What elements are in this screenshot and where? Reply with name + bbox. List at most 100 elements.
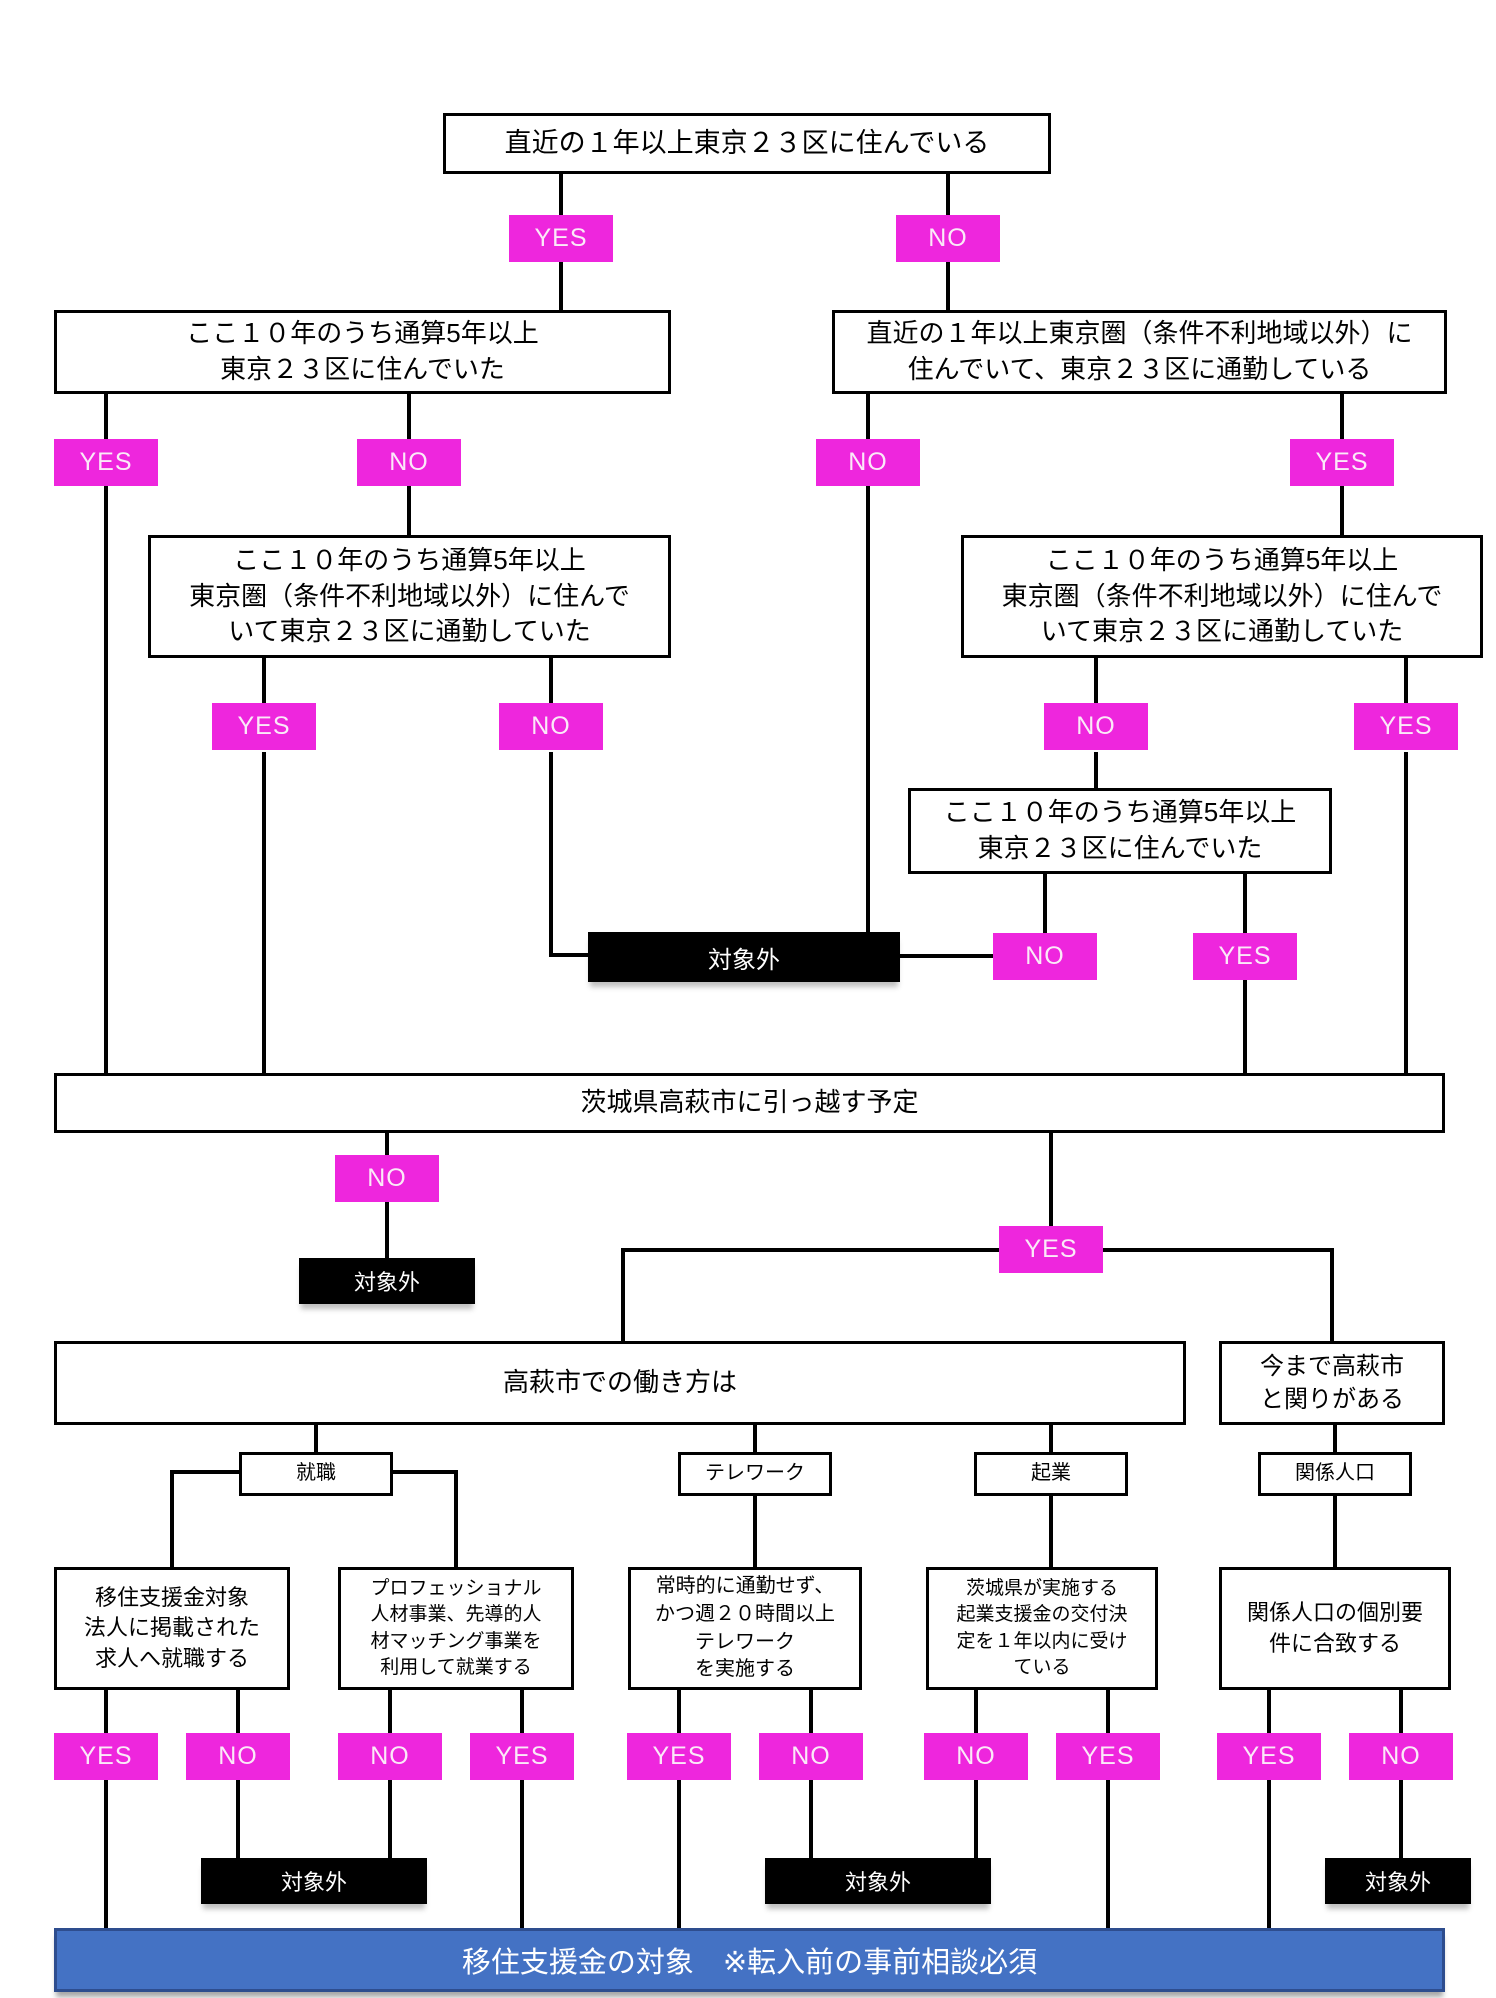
decision-box-total5-tokyo-area-right: ここ１０年のうち通算5年以上 東京圏（条件不利地域以外）に住んで いて東京２３区…	[961, 535, 1483, 658]
connector-line	[262, 752, 266, 1073]
connector-line	[549, 658, 553, 703]
connector-line	[1399, 1690, 1403, 1733]
yes-badge: YES	[54, 1733, 158, 1780]
decision-box-total5-23ku-second: ここ１０年のうち通算5年以上 東京２３区に住んでいた	[908, 788, 1332, 874]
connector-line	[104, 486, 108, 1073]
connector-line	[1243, 980, 1247, 1073]
connector-line	[1049, 1496, 1053, 1567]
no-badge: NO	[357, 439, 461, 486]
category-box-startup: 起業	[974, 1452, 1128, 1496]
connector-line	[170, 1470, 243, 1474]
connector-line	[104, 1780, 108, 1930]
yes-badge: YES	[54, 439, 158, 486]
decision-box-total5-tokyo-area-left: ここ１０年のうち通算5年以上 東京圏（条件不利地域以外）に住んで いて東京２３区…	[148, 535, 671, 658]
connector-line	[1043, 874, 1047, 933]
decision-box-workstyle: 高萩市での働き方は	[54, 1341, 1186, 1425]
connector-line	[974, 1780, 978, 1858]
connector-line	[1049, 1132, 1053, 1226]
yes-badge: YES	[1290, 439, 1394, 486]
connector-line	[314, 1425, 318, 1452]
excluded-terminal: 対象外	[1325, 1858, 1471, 1904]
connector-line	[388, 1780, 392, 1858]
no-badge: NO	[335, 1155, 439, 1202]
yes-badge: YES	[470, 1733, 574, 1780]
connector-line	[520, 1690, 524, 1733]
no-badge: NO	[186, 1733, 290, 1780]
connector-line	[1243, 874, 1247, 933]
connector-line	[1106, 1690, 1110, 1733]
connector-line	[407, 393, 411, 439]
condition-box-job-listing: 移住支援金対象 法人に掲載された 求人へ就職する	[54, 1567, 290, 1690]
connector-line	[385, 1132, 389, 1155]
condition-box-professional: プロフェッショナル 人材事業、先導的人 材マッチング事業を 利用して就業する	[338, 1567, 574, 1690]
condition-box-related: 関係人口の個別要 件に合致する	[1219, 1567, 1451, 1690]
connector-line	[559, 173, 563, 215]
decision-box-move-takahagi: 茨城県高萩市に引っ越す予定	[54, 1073, 1445, 1133]
connector-line	[520, 1780, 524, 1930]
connector-line	[946, 262, 950, 310]
connector-line	[1340, 393, 1344, 439]
connector-line	[388, 1690, 392, 1733]
no-badge: NO	[499, 703, 603, 750]
connector-line	[1404, 752, 1408, 1073]
connector-line	[236, 1780, 240, 1858]
connector-line	[1267, 1690, 1271, 1733]
connector-line	[1267, 1780, 1271, 1930]
connector-line	[1333, 1496, 1337, 1567]
connector-line	[1404, 658, 1408, 703]
connector-line	[170, 1470, 174, 1567]
condition-box-telework: 常時的に通勤せず、 かつ週２０時間以上 テレワーク を実施する	[628, 1567, 862, 1690]
connector-line	[809, 1690, 813, 1733]
connector-line	[677, 1780, 681, 1930]
connector-line	[385, 1202, 389, 1258]
no-badge: NO	[1349, 1733, 1453, 1780]
no-badge: NO	[816, 439, 920, 486]
connector-line	[1399, 1780, 1403, 1858]
connector-line	[407, 486, 411, 535]
connector-line	[974, 1690, 978, 1733]
excluded-terminal: 対象外	[765, 1858, 991, 1904]
decision-box-total5-23ku: ここ１０年のうち通算5年以上 東京２３区に住んでいた	[54, 310, 671, 394]
connector-line	[391, 1470, 458, 1474]
connector-line	[104, 1690, 108, 1733]
connector-line	[866, 486, 870, 932]
yes-badge: YES	[1193, 933, 1297, 980]
excluded-terminal: 対象外	[588, 932, 900, 982]
excluded-terminal: 対象外	[201, 1858, 427, 1904]
connector-line	[621, 1250, 625, 1341]
connector-line	[1094, 752, 1098, 788]
yes-badge: YES	[1354, 703, 1458, 750]
connector-line	[1094, 658, 1098, 703]
connector-line	[866, 393, 870, 439]
decision-box-recent-tokyo-area: 直近の１年以上東京圏（条件不利地域以外）に 住んでいて、東京２３区に通勤している	[832, 310, 1447, 394]
no-badge: NO	[759, 1733, 863, 1780]
yes-badge: YES	[999, 1226, 1103, 1273]
connector-line	[104, 393, 108, 439]
decision-box-recent-23ku: 直近の１年以上東京２３区に住んでいる	[443, 113, 1051, 174]
connector-line	[1340, 486, 1344, 535]
yes-badge: YES	[1217, 1733, 1321, 1780]
connector-line	[753, 1496, 757, 1567]
no-badge: NO	[924, 1733, 1028, 1780]
connector-line	[1049, 1425, 1053, 1452]
connector-line	[262, 658, 266, 703]
yes-badge: YES	[212, 703, 316, 750]
category-box-employment: 就職	[239, 1452, 393, 1496]
connector-line	[549, 953, 592, 957]
no-badge: NO	[1044, 703, 1148, 750]
decision-box-relation: 今まで高萩市 と関りがある	[1219, 1341, 1445, 1425]
result-bar: 移住支援金の対象 ※転入前の事前相談必須	[54, 1928, 1445, 1992]
excluded-terminal: 対象外	[299, 1258, 475, 1304]
connector-line	[809, 1780, 813, 1858]
connector-line	[1330, 1250, 1334, 1341]
connector-line	[454, 1470, 458, 1567]
connector-line	[1106, 1780, 1110, 1930]
no-badge: NO	[993, 933, 1097, 980]
connector-line	[753, 1425, 757, 1452]
no-badge: NO	[896, 215, 1000, 262]
connector-line	[236, 1690, 240, 1733]
connector-line	[621, 1248, 1003, 1252]
connector-line	[549, 752, 553, 957]
no-badge: NO	[338, 1733, 442, 1780]
connector-line	[559, 262, 563, 310]
